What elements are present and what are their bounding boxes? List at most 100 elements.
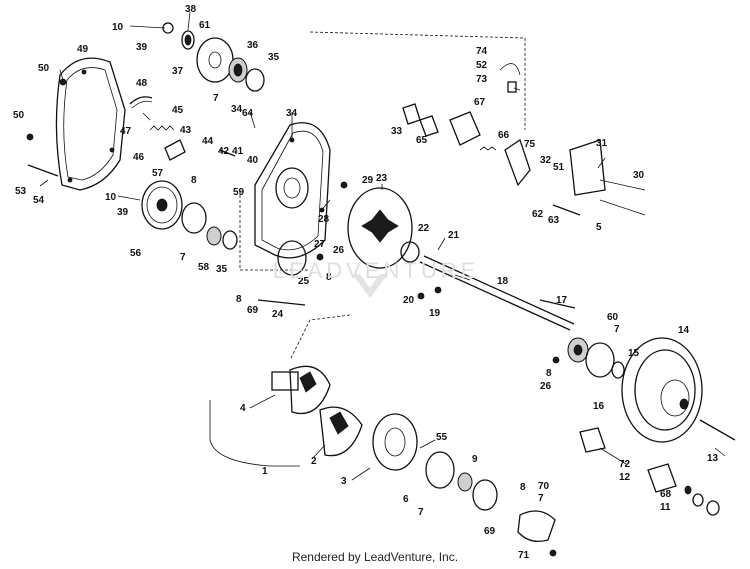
callout: 7 [180, 252, 186, 263]
callout: 25 [298, 276, 310, 287]
callout: 69 [484, 526, 496, 537]
callout: 58 [198, 262, 210, 273]
chain-case-part [254, 122, 331, 276]
callout: 44 [202, 136, 214, 147]
callout: 30 [633, 170, 645, 181]
brake-disc-part [347, 187, 420, 269]
callout: 72 [619, 459, 631, 470]
callout: 50 [38, 63, 50, 74]
bolt-part [552, 204, 581, 216]
callout: 34 [231, 104, 243, 115]
callout: 22 [418, 223, 430, 234]
spacer-part [647, 463, 677, 493]
callout: 35 [268, 52, 280, 63]
callout: 63 [548, 215, 560, 226]
callout: 54 [33, 195, 45, 206]
tensioner-part [129, 96, 153, 105]
drive-clutch-part [271, 365, 418, 471]
callout: 64 [242, 108, 254, 119]
callout: 4 [240, 403, 246, 414]
callout: 8 [546, 368, 552, 379]
callout: 40 [247, 155, 259, 166]
callout: 37 [172, 66, 184, 77]
callout: 3 [341, 476, 347, 487]
callout: 9 [472, 454, 478, 465]
callout: 67 [474, 97, 486, 108]
callout: 53 [15, 186, 27, 197]
callout: 39 [117, 207, 129, 218]
callout: 16 [593, 401, 605, 412]
watermark-logo [352, 274, 388, 298]
callout: 8 [520, 482, 526, 493]
callout: 21 [448, 230, 460, 241]
linkage-part [402, 63, 646, 216]
callout: 59 [233, 187, 245, 198]
callout: 14 [678, 325, 690, 336]
key-part [539, 299, 576, 309]
sprocket-part [141, 180, 238, 250]
callout: 11 [660, 502, 671, 513]
callout: 2 [311, 456, 317, 467]
bearing-stack-part [162, 22, 265, 92]
callout: 26 [540, 381, 552, 392]
callout: 66 [498, 130, 510, 141]
callout: 41 [232, 146, 244, 157]
callout: 33 [391, 126, 403, 137]
callout: 52 [476, 60, 488, 71]
callout: 31 [596, 138, 608, 149]
callout: 13 [707, 453, 719, 464]
callout: 36 [247, 40, 259, 51]
callout: 55 [436, 432, 448, 443]
callout: 73 [476, 74, 488, 85]
callout: 69 [247, 305, 259, 316]
callout: 42 [218, 146, 230, 157]
callout: 65 [416, 135, 428, 146]
callout: 35 [216, 264, 228, 275]
callout: 15 [628, 348, 640, 359]
assembly-guide [309, 31, 526, 130]
shaft-part [419, 261, 571, 331]
callout: 57 [152, 168, 164, 179]
bolt-part [219, 149, 236, 157]
callout: 23 [376, 173, 388, 184]
callout: 56 [130, 248, 142, 259]
callout: 20 [403, 295, 415, 306]
callout: 7 [538, 493, 544, 504]
callout: 50 [13, 110, 25, 121]
callout: 29 [362, 175, 374, 186]
callout: 8 [191, 175, 197, 186]
callout: 18 [497, 276, 509, 287]
callout: 47 [120, 126, 132, 137]
callout: 62 [532, 209, 544, 220]
callout: 10 [112, 22, 124, 33]
spring-part [149, 125, 175, 131]
callout: 5 [596, 222, 602, 233]
callout: 51 [553, 162, 565, 173]
callout: 32 [540, 155, 552, 166]
assembly-guide [289, 314, 351, 361]
callout: 7 [418, 507, 424, 518]
callout: 8 [326, 272, 332, 283]
assembly-bracket [209, 400, 300, 467]
callout: 34 [286, 108, 298, 119]
callout: 45 [172, 105, 184, 116]
callout: 7 [213, 93, 219, 104]
callout-labels: 10 38 39 61 36 37 7 35 49 50 48 47 46 45… [13, 4, 719, 561]
callout: 43 [180, 125, 192, 136]
assembly-guide [239, 190, 310, 271]
bolt-part [26, 133, 34, 141]
bolt-part [27, 164, 59, 177]
callout: 6 [403, 494, 409, 505]
callout: 68 [660, 489, 672, 500]
callout: 1 [262, 466, 268, 477]
callout: 75 [524, 139, 536, 150]
callout: 39 [136, 42, 148, 53]
callout-leaders [39, 11, 726, 481]
callout: 8 [236, 294, 242, 305]
callout: 17 [556, 295, 568, 306]
gear-cover-part [55, 57, 126, 191]
callout: 48 [136, 78, 148, 89]
callout: 19 [429, 308, 441, 319]
bracket-part [517, 510, 556, 543]
